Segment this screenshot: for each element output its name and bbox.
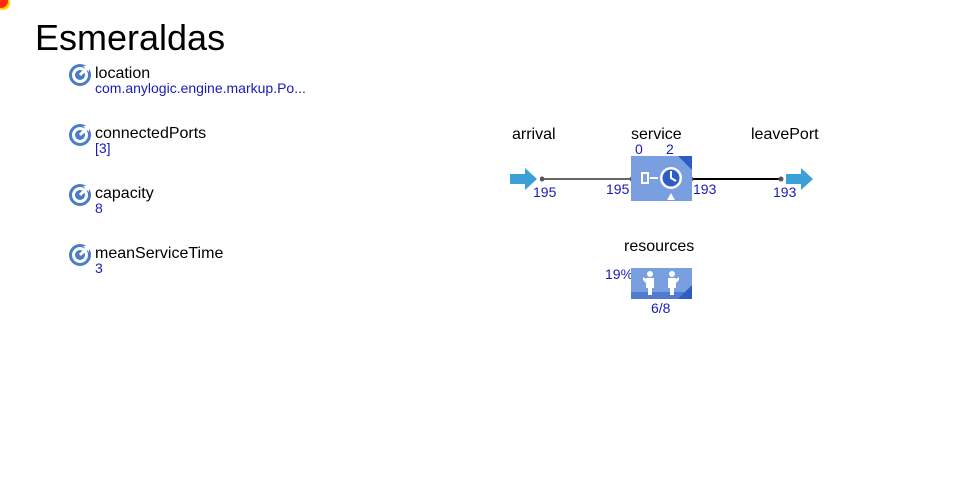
leaveport-label: leavePort xyxy=(751,126,819,143)
parameter-icon xyxy=(69,124,91,146)
param-name: connectedPorts xyxy=(95,125,207,142)
param-location[interactable]: location com.anylogic.engine.markup.Po..… xyxy=(68,63,398,103)
parameter-icon xyxy=(69,184,91,206)
arrival-arrow-icon[interactable] xyxy=(510,168,538,190)
param-capacity[interactable]: capacity 8 xyxy=(68,183,398,223)
arrival-label: arrival xyxy=(512,126,556,143)
service-in-service-count: 2 xyxy=(666,141,674,157)
service-queue-count: 0 xyxy=(635,141,643,157)
leaveport-count: 193 xyxy=(773,184,797,200)
parameter-icon xyxy=(69,244,91,266)
service-label: service xyxy=(631,126,682,143)
resources-busy-total: 6/8 xyxy=(651,300,671,316)
param-value: [3] xyxy=(95,140,111,156)
service-out-count: 193 xyxy=(693,181,717,197)
resources-label: resources xyxy=(624,238,695,255)
param-name: meanServiceTime xyxy=(95,245,224,262)
agent-title: Esmeraldas xyxy=(35,17,226,58)
service-block-icon[interactable] xyxy=(631,156,692,201)
param-value: 3 xyxy=(95,260,103,276)
arrival-count: 195 xyxy=(533,184,557,200)
leaveport-arrow-icon[interactable] xyxy=(786,168,814,190)
param-connected-ports[interactable]: connectedPorts [3] xyxy=(68,123,398,163)
param-name: location xyxy=(95,65,151,82)
port-dot xyxy=(778,176,784,182)
param-value: 8 xyxy=(95,200,103,216)
parameter-icon xyxy=(69,64,91,86)
param-name: capacity xyxy=(95,185,154,202)
port-dot xyxy=(540,176,545,182)
param-mean-service-time[interactable]: meanServiceTime 3 xyxy=(68,243,398,283)
resource-pool-icon[interactable] xyxy=(631,268,692,299)
corner-marker xyxy=(0,0,8,8)
service-in-count: 195 xyxy=(606,181,630,197)
param-value: com.anylogic.engine.markup.Po... xyxy=(95,80,306,96)
resources-utilization: 19% xyxy=(605,266,634,282)
